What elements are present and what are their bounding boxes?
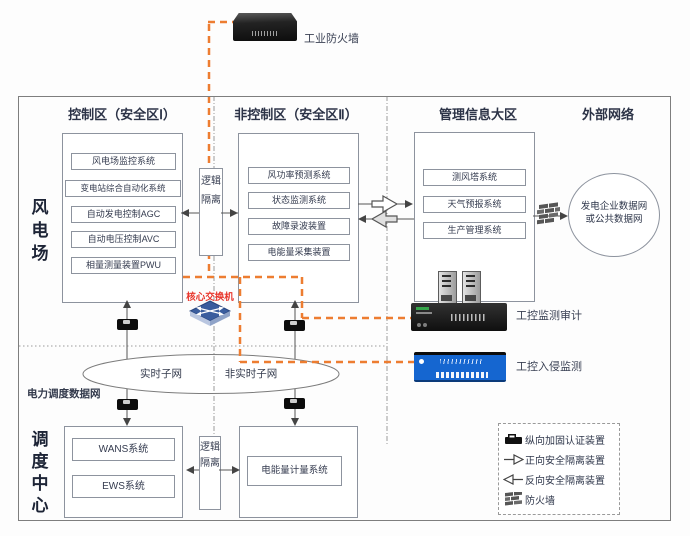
cloud-text-line2: 或公共数据网 — [585, 214, 643, 225]
device-vents — [442, 275, 451, 288]
system-box: 变电站综合自动化系统 — [65, 180, 181, 197]
device-knob — [423, 323, 427, 327]
core-switch-icon — [189, 300, 231, 326]
cloud-text-line1: 发电企业数据网 — [580, 201, 648, 212]
system-box: 自动电压控制AVC — [71, 231, 176, 248]
industrial-firewall-device-icon — [233, 13, 297, 41]
label-wind-farm: 风电场 — [31, 198, 49, 263]
tower-device-icon — [438, 271, 457, 304]
legend-item: 正向安全隔离装置 — [502, 450, 616, 468]
auth-device-icon — [284, 320, 305, 331]
tower-device-icon — [462, 271, 481, 304]
device-base — [441, 295, 452, 301]
auth-device-icon — [502, 433, 525, 445]
device-detail — [416, 312, 432, 314]
system-box: 风电场监控系统 — [71, 153, 176, 170]
header-external-network: 外部网络 — [581, 107, 634, 122]
device-ports — [252, 31, 278, 36]
system-box: EWS系统 — [72, 475, 175, 498]
device-notch — [123, 400, 130, 404]
device-notch — [290, 321, 297, 325]
system-box: 电能量计量系统 — [247, 456, 342, 486]
logic-isolation-upper-box: 逻辑隔离 — [199, 168, 223, 256]
legend-box: 纵向加固认证装置 正向安全隔离装置 反向安全隔离装置 防火墙 — [498, 423, 620, 515]
label-dispatch-center: 调度中心 — [31, 430, 49, 515]
device-knob — [417, 323, 421, 327]
core-switch-label: 核心交换机 — [186, 292, 234, 303]
auth-device-icon — [284, 398, 305, 409]
legend-label: 正向安全隔离装置 — [525, 455, 605, 467]
device-ports — [436, 372, 488, 378]
system-box: 相量测量装置PWU — [71, 257, 176, 274]
legend-label: 纵向加固认证装置 — [525, 435, 605, 447]
device-vents — [466, 275, 475, 288]
legend-item: 反向安全隔离装置 — [502, 470, 616, 488]
intrusion-appliance-icon — [414, 352, 506, 382]
intrusion-label: 工控入侵监测 — [516, 361, 582, 373]
system-box: 故障录波装置 — [248, 218, 350, 235]
system-box: 生产管理系统 — [423, 222, 526, 239]
realtime-subnet-label: 实时子网 — [140, 368, 182, 380]
industrial-firewall-label: 工业防火墙 — [304, 33, 359, 45]
device-logo — [419, 359, 424, 364]
device-base — [465, 295, 476, 301]
device-notch — [123, 320, 130, 324]
audit-appliance-icon — [411, 303, 507, 331]
system-box: 测风塔系统 — [423, 169, 526, 186]
forward-isolation-arrow-icon — [502, 453, 525, 466]
device-ports — [451, 314, 485, 321]
reverse-isolation-arrow-icon — [502, 473, 525, 486]
system-box: 风功率预测系统 — [248, 167, 350, 184]
system-box: 自动发电控制AGC — [71, 206, 176, 223]
logic-isolation-lower-box: 逻辑隔离 — [199, 436, 221, 510]
header-management-zone: 管理信息大区 — [438, 107, 517, 122]
device-notch — [290, 399, 297, 403]
legend-label: 反向安全隔离装置 — [525, 475, 605, 487]
device-logo — [416, 307, 429, 310]
device-detail — [440, 359, 482, 364]
legend-item: 防火墙 — [502, 490, 616, 508]
system-box: 天气预报系统 — [423, 196, 526, 213]
non-realtime-subnet-label: 非实时子网 — [224, 368, 278, 380]
system-box: 电能量采集装置 — [248, 244, 350, 261]
header-control-zone: 控制区（安全区Ⅰ） — [68, 107, 176, 122]
firewall-brick-icon — [502, 491, 525, 507]
legend-label: 防火墙 — [525, 495, 555, 507]
diagram-outer-frame — [18, 96, 671, 521]
system-box: 状态监测系统 — [248, 192, 350, 209]
system-box: WANS系统 — [72, 438, 175, 461]
auth-device-icon — [117, 319, 138, 330]
external-network-cloud: 发电企业数据网 或公共数据网 — [568, 173, 660, 257]
dispatch-data-network-label: 电力调度数据网 — [27, 388, 101, 400]
audit-label: 工控监测审计 — [516, 310, 582, 322]
auth-device-icon — [117, 399, 138, 410]
header-noncontrol-zone: 非控制区（安全区Ⅱ） — [234, 107, 358, 122]
legend-item: 纵向加固认证装置 — [502, 430, 616, 448]
